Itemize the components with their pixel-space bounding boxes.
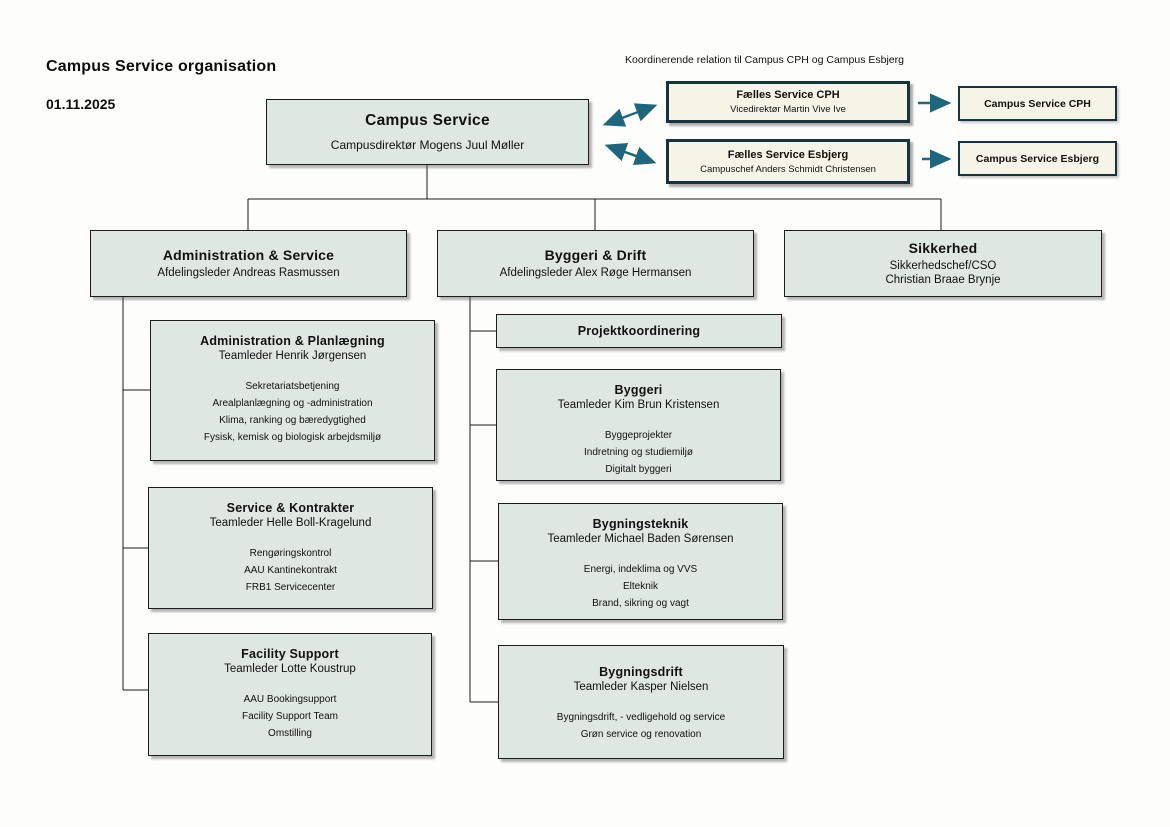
org-box-administration-service: Administration & Service Afdelingsleder … (90, 230, 407, 297)
box-subtitle: Vicedirektør Martin Vive Ive (730, 104, 846, 115)
org-box-bygningsteknik: Bygningsteknik Teamleder Michael Baden S… (498, 503, 783, 620)
org-box-service-kontrakter: Service & Kontrakter Teamleder Helle Bol… (148, 487, 433, 609)
task-item: Bygningsdrift, - vedligehold og service (556, 712, 726, 723)
box-subtitle: Afdelingsleder Alex Røge Hermansen (499, 267, 692, 279)
task-item: Klima, ranking og bæredygtighed (219, 415, 366, 426)
box-title: Campus Service (365, 112, 490, 129)
org-box-bygningsdrift: Bygningsdrift Teamleder Kasper Nielsen B… (498, 645, 784, 759)
task-item: Facility Support Team (242, 711, 338, 722)
org-box-byggeri-drift: Byggeri & Drift Afdelingsleder Alex Røge… (437, 230, 754, 297)
org-box-faelles-service-esbjerg: Fælles Service Esbjerg Campuschef Anders… (666, 139, 910, 184)
task-item: Grøn service og renovation (580, 729, 702, 740)
org-box-sikkerhed: Sikkerhed Sikkerhedschef/CSO Christian B… (784, 230, 1102, 297)
task-item: Brand, sikring og vagt (592, 598, 689, 609)
task-item: AAU Kantinekontrakt (244, 565, 337, 576)
box-leader: Teamleder Lotte Koustrup (224, 663, 356, 675)
org-box-campus-service: Campus Service Campusdirektør Mogens Juu… (266, 99, 589, 165)
box-title: Projektkoordinering (577, 324, 701, 338)
box-task-list: Energi, indeklima og VVS Elteknik Brand,… (584, 561, 697, 612)
box-task-list: Bygningsdrift, - vedligehold og service … (557, 709, 725, 743)
box-leader: Teamleder Michael Baden Sørensen (547, 533, 734, 545)
org-box-campus-service-cph: Campus Service CPH (958, 86, 1117, 121)
task-item: Indretning og studiemiljø (584, 447, 693, 458)
task-item: Elteknik (622, 581, 658, 592)
box-title: Sikkerhed (908, 240, 978, 256)
box-leader: Teamleder Helle Boll-Kragelund (209, 517, 372, 529)
org-box-projektkoordinering: Projektkoordinering (496, 314, 782, 348)
task-item: AAU Bookingsupport (243, 694, 337, 705)
box-leader: Teamleder Kim Brun Kristensen (557, 399, 720, 411)
double-arrow-cph-icon (602, 103, 658, 127)
box-task-list: AAU Bookingsupport Facility Support Team… (242, 691, 338, 742)
box-subtitle: Campusdirektør Mogens Juul Møller (330, 138, 525, 152)
box-subtitle: Campuschef Anders Schmidt Christensen (700, 163, 876, 175)
box-task-list: Byggeprojekter Indretning og studiemiljø… (584, 427, 693, 478)
task-item: Byggeprojekter (604, 430, 673, 441)
box-title: Administration & Service (162, 247, 335, 263)
box-title: Campus Service CPH (984, 97, 1091, 110)
page-date: 01.11.2025 (46, 96, 116, 112)
task-item: FRB1 Servicecenter (245, 582, 336, 593)
page-title: Campus Service organisation (46, 58, 277, 75)
org-box-faelles-service-cph: Fælles Service CPH Vicedirektør Martin V… (666, 81, 910, 123)
coordination-note: Koordinerende relation til Campus CPH og… (625, 54, 904, 66)
box-title: Bygningsdrift (599, 665, 683, 679)
task-item: Sekretariatsbetjening (245, 381, 340, 392)
task-item: Digitalt byggeri (605, 464, 672, 475)
box-title: Byggeri & Drift (544, 247, 647, 263)
org-box-administration-planlaegning: Administration & Planlægning Teamleder H… (150, 320, 435, 461)
box-task-list: Sekretariatsbetjening Arealplanlægning o… (204, 378, 381, 446)
box-title: Campus Service Esbjerg (975, 152, 1100, 165)
double-arrow-esbjerg-icon (604, 142, 657, 166)
task-item: Omstilling (268, 728, 312, 739)
task-item: Fysisk, kemisk og biologisk arbejdsmiljø (203, 432, 382, 443)
box-title: Byggeri (614, 383, 663, 397)
box-subtitle: Sikkerhedschef/CSO (889, 260, 997, 272)
box-task-list: Rengøringskontrol AAU Kantinekontrakt FR… (244, 545, 337, 596)
box-title: Service & Kontrakter (226, 501, 355, 515)
task-item: Arealplanlægning og -administration (212, 398, 373, 409)
box-title: Facility Support (241, 647, 339, 661)
box-subtitle: Afdelingsleder Andreas Rasmussen (157, 267, 340, 279)
box-title: Bygningsteknik (592, 517, 689, 531)
org-box-byggeri: Byggeri Teamleder Kim Brun Kristensen By… (496, 369, 781, 481)
box-leader: Teamleder Kasper Nielsen (573, 681, 709, 693)
org-box-campus-service-esbjerg: Campus Service Esbjerg (958, 141, 1117, 176)
box-title: Fælles Service Esbjerg (727, 148, 849, 161)
box-title: Fælles Service CPH (736, 89, 840, 101)
box-title: Administration & Planlægning (200, 334, 385, 348)
box-subtitle-2: Christian Braae Brynje (885, 274, 1001, 286)
org-box-facility-support: Facility Support Teamleder Lotte Koustru… (148, 633, 432, 756)
box-leader: Teamleder Henrik Jørgensen (218, 350, 367, 362)
task-item: Rengøringskontrol (249, 548, 332, 559)
task-item: Energi, indeklima og VVS (583, 564, 698, 575)
